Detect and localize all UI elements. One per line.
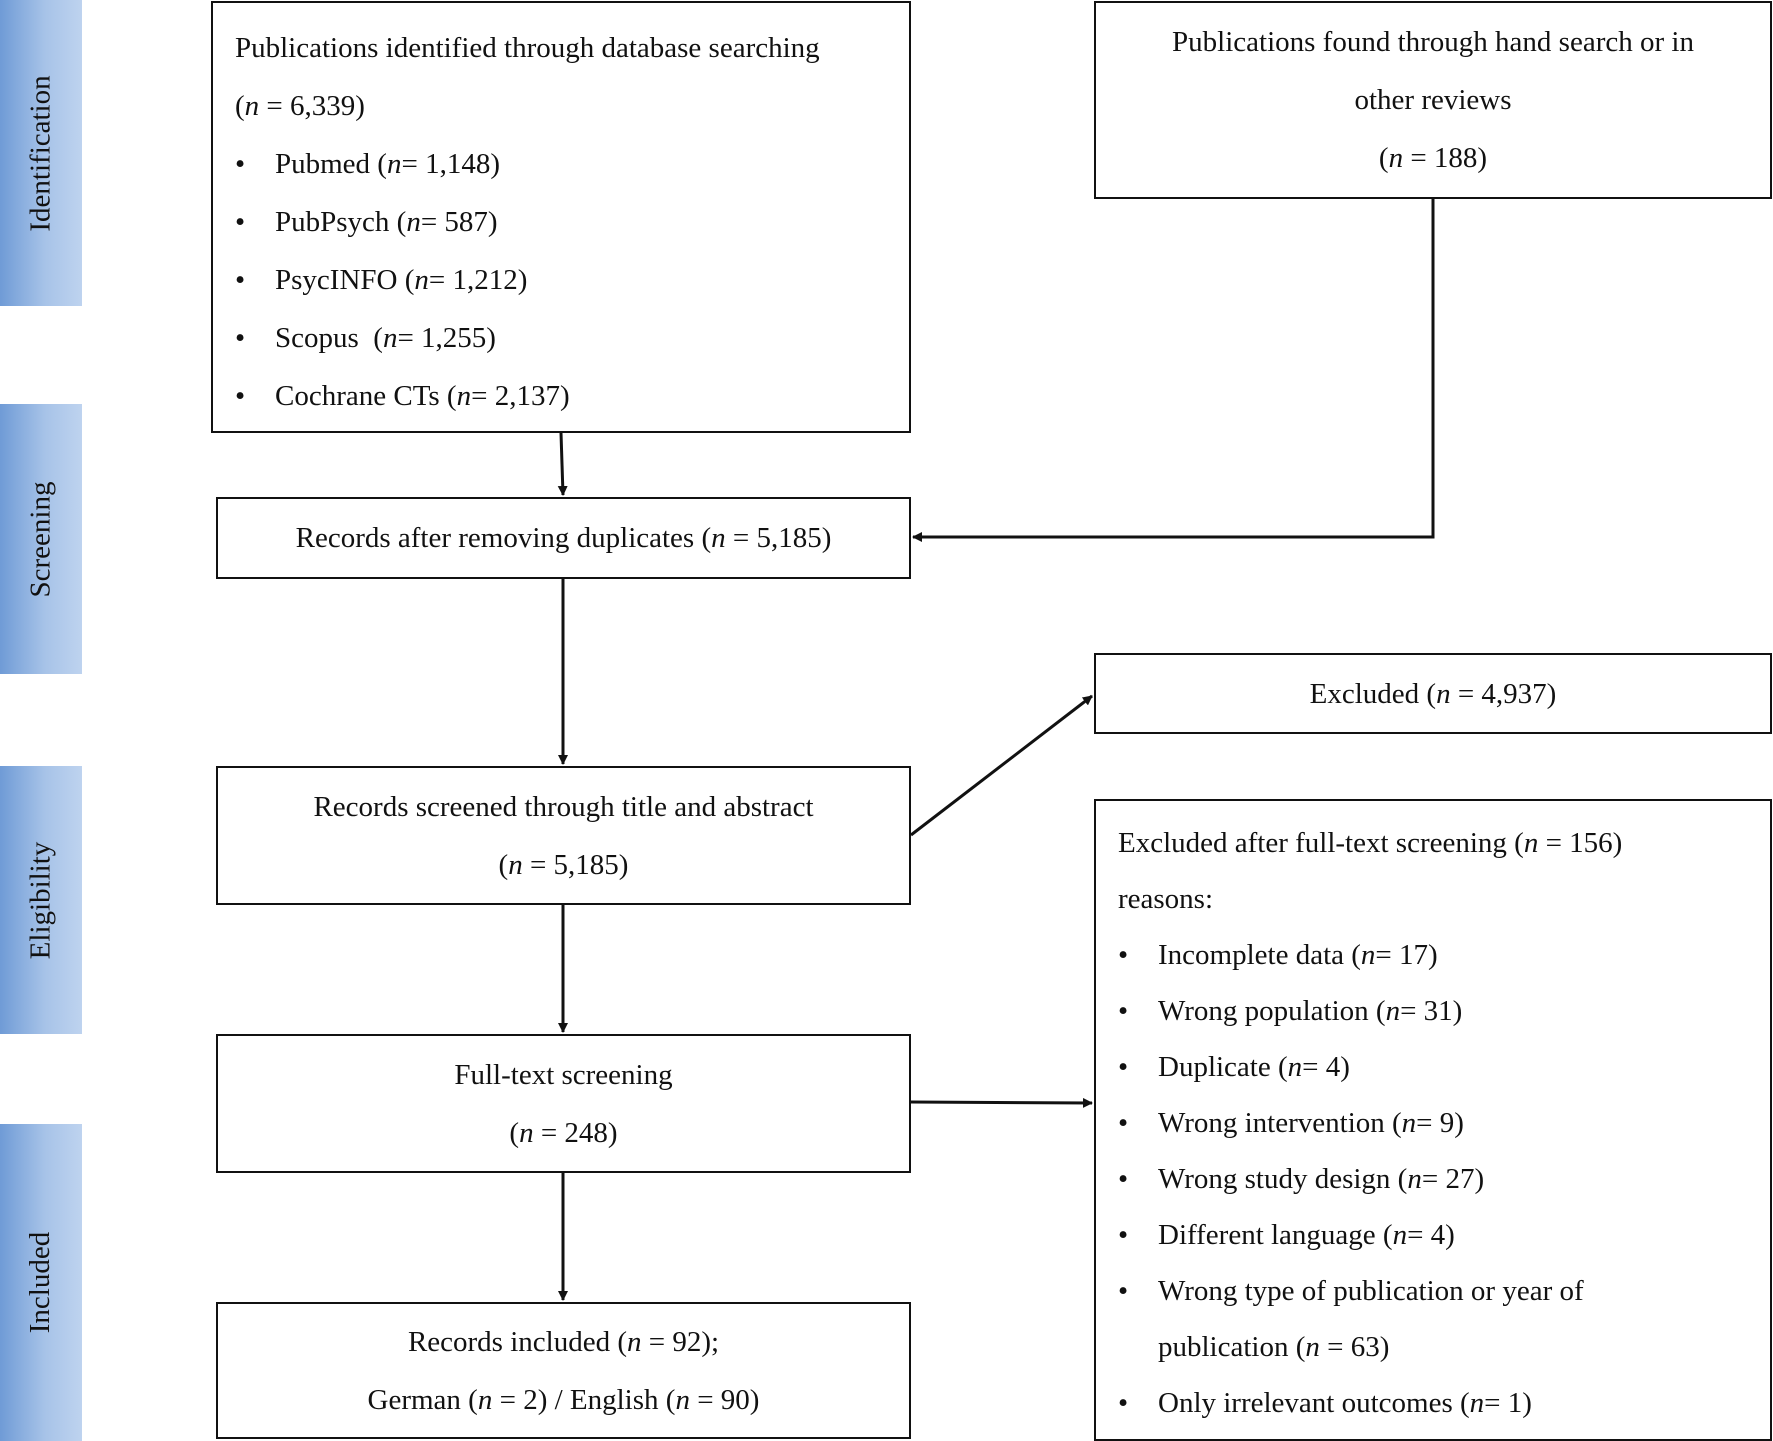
hand-search-line2: other reviews	[1354, 84, 1512, 116]
reason-item: •Wrong population (n = 31)	[1118, 995, 1463, 1027]
source-item-pubpsych: •PubPsych (n = 587)	[235, 206, 498, 238]
title-abstract-box: Records screened through title and abstr…	[216, 766, 911, 905]
hand-search-count: (n = 188)	[1378, 142, 1488, 174]
records-included-line1: Records included (n = 92);	[407, 1325, 720, 1358]
excluded-label: Excluded (n = 4,937)	[1309, 677, 1557, 710]
excluded-box: Excluded (n = 4,937)	[1094, 653, 1772, 734]
arrow-title-abstract-to-excluded	[910, 694, 1093, 837]
stage-tab-eligibility: Eligibility	[0, 766, 82, 1034]
stage-tab-identification: Identification	[0, 0, 82, 306]
reason-item: •Different language (n = 4)	[1118, 1219, 1455, 1251]
database-search-total: (n = 6,339)	[235, 90, 365, 122]
fulltext-screening-line1: Full-text screening	[454, 1058, 673, 1091]
arrow-fulltext-to-excluded-reasons	[910, 1097, 1093, 1108]
duplicates-removed-label: Records after removing duplicates (n = 5…	[295, 522, 832, 554]
stage-tab-included: Included	[0, 1124, 82, 1441]
title-abstract-line1: Records screened through title and abstr…	[313, 790, 814, 823]
database-search-box: Publications identified through database…	[211, 1, 911, 433]
title-abstract-count: (n = 5,185)	[498, 848, 629, 881]
reason-item-publication-type-cont: publication (n = 63)	[1158, 1331, 1390, 1363]
source-item-scopus: •Scopus (n = 1,255)	[235, 322, 496, 354]
reason-item: •Only irrelevant outcomes (n = 1)	[1118, 1387, 1532, 1419]
fulltext-excluded-box: Excluded after full-text screening (n = …	[1094, 799, 1772, 1441]
source-item-pubmed: •Pubmed (n = 1,148)	[235, 148, 500, 180]
source-item-cochrane: •Cochrane CTs (n = 2,137)	[235, 380, 570, 412]
arrow-database-to-duplicates	[557, 432, 568, 496]
records-included-languages: German (n = 2) / English (n = 90)	[367, 1383, 760, 1416]
fulltext-screening-count: (n = 248)	[509, 1116, 618, 1149]
hand-search-line1: Publications found through hand search o…	[1172, 26, 1694, 58]
fulltext-excluded-title: Excluded after full-text screening (n = …	[1118, 827, 1623, 859]
reason-item: •Wrong study design (n = 27)	[1118, 1163, 1485, 1195]
hand-search-box: Publications found through hand search o…	[1094, 1, 1772, 199]
reason-item: •Duplicate (n = 4)	[1118, 1051, 1350, 1083]
fulltext-screening-box: Full-text screening (n = 248)	[216, 1034, 911, 1173]
database-search-title: Publications identified through database…	[235, 32, 820, 64]
reason-item-publication-type: •Wrong type of publication or year of	[1118, 1275, 1584, 1307]
reason-item: •Incomplete data (n = 17)	[1118, 939, 1438, 971]
records-included-box: Records included (n = 92); German (n = 2…	[216, 1302, 911, 1439]
duplicates-removed-box: Records after removing duplicates (n = 5…	[216, 497, 911, 579]
reason-item: •Wrong intervention (n = 9)	[1118, 1107, 1464, 1139]
source-item-psycinfo: •PsycINFO (n = 1,212)	[235, 264, 528, 296]
fulltext-excluded-subtitle: reasons:	[1118, 883, 1214, 915]
arrow-handsearch-to-duplicates	[912, 199, 1435, 542]
stage-tab-screening: Screening	[0, 404, 82, 674]
